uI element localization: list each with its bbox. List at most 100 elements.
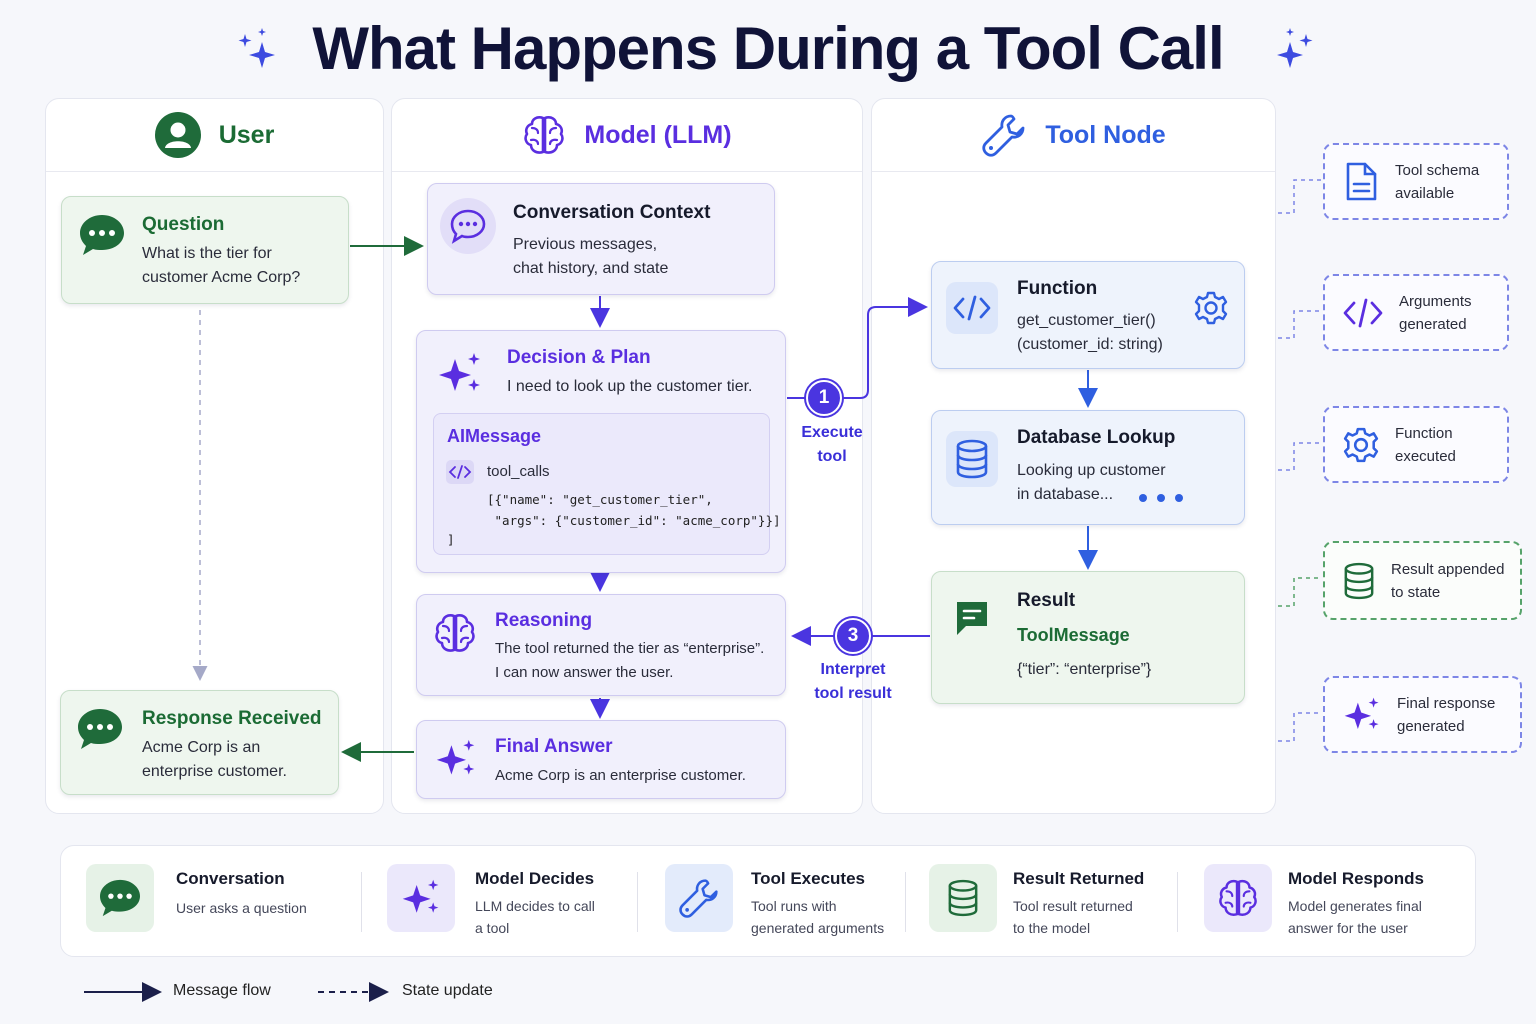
- final-answer-title: Final Answer: [495, 736, 613, 757]
- legend-model-responds-line1: Model generates final: [1288, 898, 1422, 914]
- legend-divider: [905, 872, 906, 932]
- brain-icon: [435, 614, 475, 652]
- model-column-header: Model (LLM): [392, 99, 862, 172]
- state-update-label-line1: Tool schema: [1395, 161, 1480, 179]
- state-update-label-line1: Final response: [1397, 694, 1496, 712]
- legend-result-returned-line1: Tool result returned: [1013, 898, 1133, 914]
- step-label-interpret-line2: tool result: [814, 685, 892, 702]
- legend-tool-executes-title: Tool Executes: [751, 869, 865, 888]
- legend-panel: Conversation User asks a question Model …: [60, 845, 1476, 957]
- sparkle-icon: [1277, 28, 1313, 68]
- question-text-line1: What is the tier for: [142, 245, 272, 262]
- response-title: Response Received: [142, 708, 322, 729]
- database-card: Database Lookup Looking up customer in d…: [931, 410, 1245, 525]
- state-update-label-line2: available: [1395, 184, 1455, 202]
- function-text-line1: get_customer_tier(): [1017, 312, 1156, 329]
- state-update-function-executed: Function executed: [1323, 406, 1509, 483]
- code-icon: [446, 460, 474, 484]
- reasoning-title: Reasoning: [495, 610, 593, 631]
- context-text-line1: Previous messages,: [513, 236, 658, 253]
- function-title: Function: [1017, 278, 1098, 299]
- state-update-label-line2: to state: [1391, 583, 1441, 601]
- user-icon: [154, 112, 201, 158]
- wrench-icon: [982, 114, 1025, 157]
- legend-divider: [1177, 872, 1178, 932]
- response-text-line1: Acme Corp is an: [142, 739, 261, 756]
- legend-conversation-text: User asks a question: [176, 900, 307, 916]
- result-card: Result ToolMessage {“tier”: “enterprise”…: [931, 571, 1245, 704]
- database-title: Database Lookup: [1017, 427, 1176, 448]
- tool-column-title: Tool Node: [1045, 120, 1166, 149]
- database-text-line1: Looking up customer: [1017, 462, 1166, 479]
- legend-tool-executes-icon: [665, 864, 733, 932]
- tool-calls-label: tool_calls: [487, 463, 550, 480]
- legend-model-responds-icon: [1204, 864, 1272, 932]
- final-answer-card: Final Answer Acme Corp is an enterprise …: [416, 720, 786, 799]
- response-text-line2: enterprise customer.: [142, 763, 287, 780]
- user-column-header: User: [46, 99, 383, 172]
- context-text-line2: chat history, and state: [513, 260, 669, 277]
- brain-icon: [1219, 879, 1257, 916]
- state-update-tool-schema: Tool schema available: [1323, 143, 1509, 220]
- database-text-line2: in database...: [1017, 486, 1114, 503]
- database-icon: [948, 879, 978, 917]
- state-update-result-appended: Result appended to state: [1323, 541, 1522, 620]
- legend-result-returned-icon: [929, 864, 997, 932]
- sparkle-icon: [402, 879, 439, 913]
- decision-title: Decision & Plan: [507, 347, 651, 368]
- step-label-interpret: Interpret tool result: [796, 658, 910, 706]
- key-message-flow: Message flow: [173, 982, 271, 999]
- user-column-title: User: [218, 120, 275, 149]
- function-card: Function get_customer_tier() (customer_i…: [931, 261, 1245, 369]
- tool-column-header: Tool Node: [872, 99, 1275, 172]
- function-text-line2: (customer_id: string): [1017, 336, 1163, 353]
- sparkle-icon: [439, 353, 480, 391]
- reasoning-text-line2: I can now answer the user.: [495, 664, 674, 681]
- state-update-label-line2: executed: [1395, 447, 1456, 465]
- decision-text: I need to look up the customer tier.: [507, 378, 753, 395]
- step-label-execute-line1: Execute: [801, 424, 863, 441]
- state-update-arguments: Arguments generated: [1323, 274, 1509, 351]
- aimessage-box: AIMessage tool_calls [{"name": "get_cust…: [433, 413, 781, 555]
- state-update-label-line2: generated: [1399, 315, 1467, 333]
- database-icon: [1344, 562, 1374, 599]
- final-answer-text: Acme Corp is an enterprise customer.: [495, 767, 746, 784]
- question-title: Question: [142, 214, 225, 235]
- message-icon: [957, 602, 987, 635]
- question-text-line2: customer Acme Corp?: [142, 269, 301, 286]
- question-card: Question What is the tier for customer A…: [61, 196, 349, 304]
- context-title: Conversation Context: [513, 202, 711, 223]
- state-update-label-line1: Function: [1395, 424, 1453, 442]
- legend-tool-executes-line2: generated arguments: [751, 920, 885, 936]
- legend-model-decides-line2: a tool: [475, 920, 510, 936]
- loading-dots: [1139, 494, 1183, 502]
- sparkle-icon: [1344, 697, 1379, 729]
- step-label-execute: Execute tool: [784, 421, 880, 469]
- legend-tool-executes-line1: Tool runs with: [751, 898, 837, 914]
- legend-divider: [637, 872, 638, 932]
- brain-icon: [524, 116, 565, 154]
- result-subtitle: ToolMessage: [1017, 625, 1130, 645]
- result-title: Result: [1017, 590, 1076, 611]
- gear-icon: [1343, 427, 1379, 462]
- context-card: Conversation Context Previous messages, …: [427, 183, 775, 295]
- legend-result-returned-title: Result Returned: [1013, 869, 1145, 888]
- legend-model-decides-line1: LLM decides to call: [475, 898, 595, 914]
- aimessage-title: AIMessage: [447, 426, 542, 446]
- key-state-update: State update: [402, 982, 493, 999]
- step-badge-interpret: 3: [835, 618, 871, 654]
- chat-bubble-icon: [80, 215, 124, 255]
- reasoning-text-line1: The tool returned the tier as “enterpris…: [495, 640, 765, 657]
- result-text: {“tier”: “enterprise”}: [1017, 661, 1152, 678]
- legend-result-returned-line2: to the model: [1013, 920, 1091, 936]
- legend-model-responds-line2: answer for the user: [1288, 920, 1408, 936]
- sparkle-icon: [436, 739, 475, 775]
- chat-bubble-icon: [78, 709, 122, 749]
- state-update-label-line1: Result appended: [1391, 560, 1505, 578]
- code-icon: [1343, 298, 1383, 327]
- code-icon: [946, 282, 998, 334]
- reasoning-card: Reasoning The tool returned the tier as …: [416, 594, 786, 696]
- document-icon: [1346, 162, 1377, 200]
- state-update-label-line2: generated: [1397, 717, 1465, 735]
- legend-conversation-icon: [86, 864, 154, 932]
